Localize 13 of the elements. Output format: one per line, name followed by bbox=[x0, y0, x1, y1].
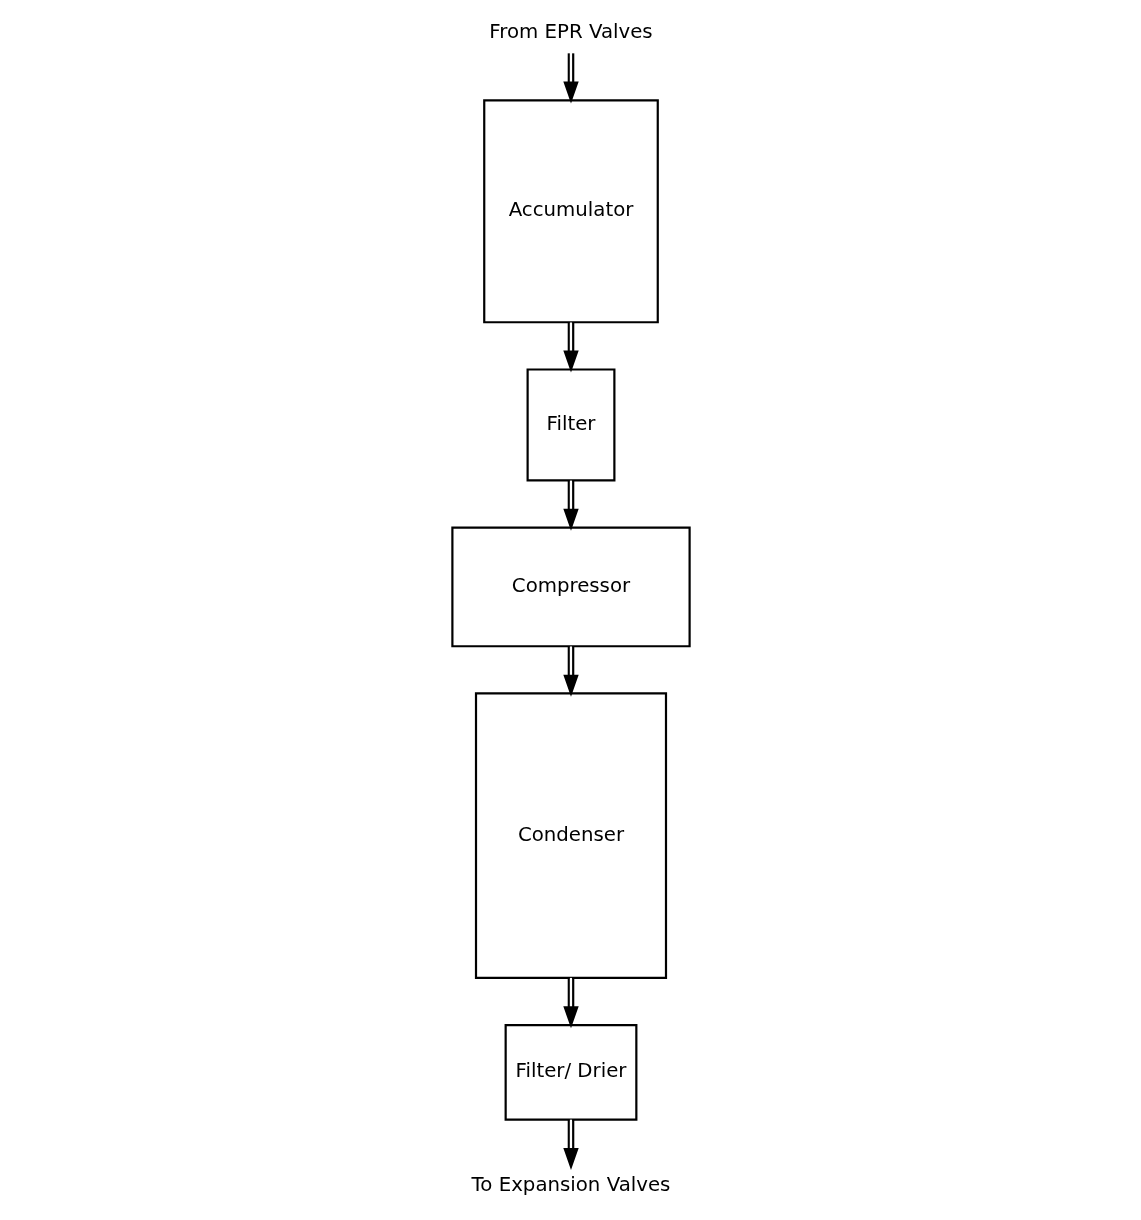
node-box: Condenser bbox=[474, 692, 667, 979]
node-text: To Expansion Valves bbox=[471, 1173, 670, 1197]
node-text: From EPR Valves bbox=[488, 20, 653, 44]
arrow bbox=[562, 322, 579, 373]
node-box: Filter/ Drier bbox=[504, 1024, 637, 1121]
arrow bbox=[562, 53, 579, 104]
arrow bbox=[562, 977, 579, 1029]
node-box: Filter bbox=[526, 368, 615, 482]
arrow bbox=[562, 646, 579, 697]
node-box: Compressor bbox=[450, 526, 691, 648]
arrow bbox=[562, 480, 579, 531]
node-box: Accumulator bbox=[482, 99, 659, 324]
arrow bbox=[562, 1119, 579, 1171]
